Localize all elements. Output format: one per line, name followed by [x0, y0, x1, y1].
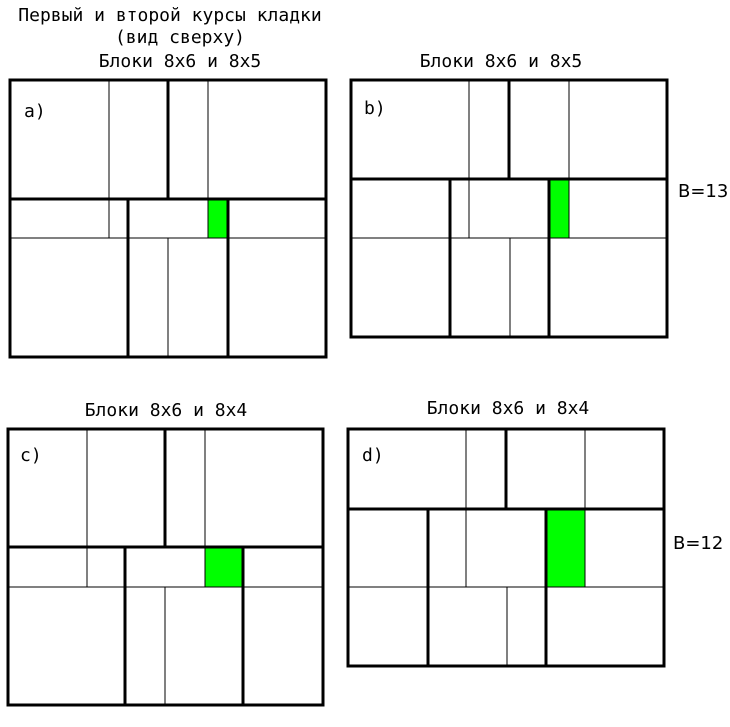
- panel-c: Блоки 8х6 и 8х4 c): [6, 400, 325, 707]
- panel-a-letter: a): [24, 101, 46, 122]
- panel-b-side-label: B=13: [678, 181, 728, 202]
- panel-d-heading: Блоки 8х6 и 8х4: [427, 398, 590, 419]
- panel-b-highlight-cell: [550, 179, 569, 238]
- panel-c-thin-lines: [8, 429, 323, 705]
- panel-d: Блоки 8х6 и 8х4 d): [346, 398, 666, 668]
- panel-c-block-borders: [6, 427, 325, 707]
- panel-b-letter: b): [364, 98, 386, 119]
- panel-d-side-label: B=12: [673, 533, 723, 554]
- panel-a: Блоки 8х6 и 8х5 a): [8, 51, 328, 359]
- panel-d-highlight-cell: [547, 509, 585, 587]
- panel-b-heading: Блоки 8х6 и 8х5: [420, 51, 583, 72]
- panel-b: Блоки 8х6 и 8х5 b): [349, 51, 669, 339]
- title-line-1: Первый и второй курсы кладки: [18, 5, 321, 26]
- panel-a-heading: Блоки 8х6 и 8х5: [99, 51, 262, 72]
- panel-d-block-borders: [346, 427, 666, 668]
- panel-a-block-borders: [8, 78, 328, 359]
- title-line-2: (вид сверху): [115, 27, 245, 48]
- panel-b-block-borders: [349, 78, 669, 339]
- panel-c-highlight-cell: [205, 547, 244, 587]
- panel-b-thin-lines: [351, 80, 667, 337]
- panel-c-heading: Блоки 8х6 и 8х4: [85, 400, 248, 421]
- panel-d-letter: d): [362, 445, 384, 466]
- panel-a-thin-lines: [10, 80, 326, 357]
- panel-a-highlight-cell: [208, 199, 228, 238]
- panel-c-letter: c): [20, 445, 42, 466]
